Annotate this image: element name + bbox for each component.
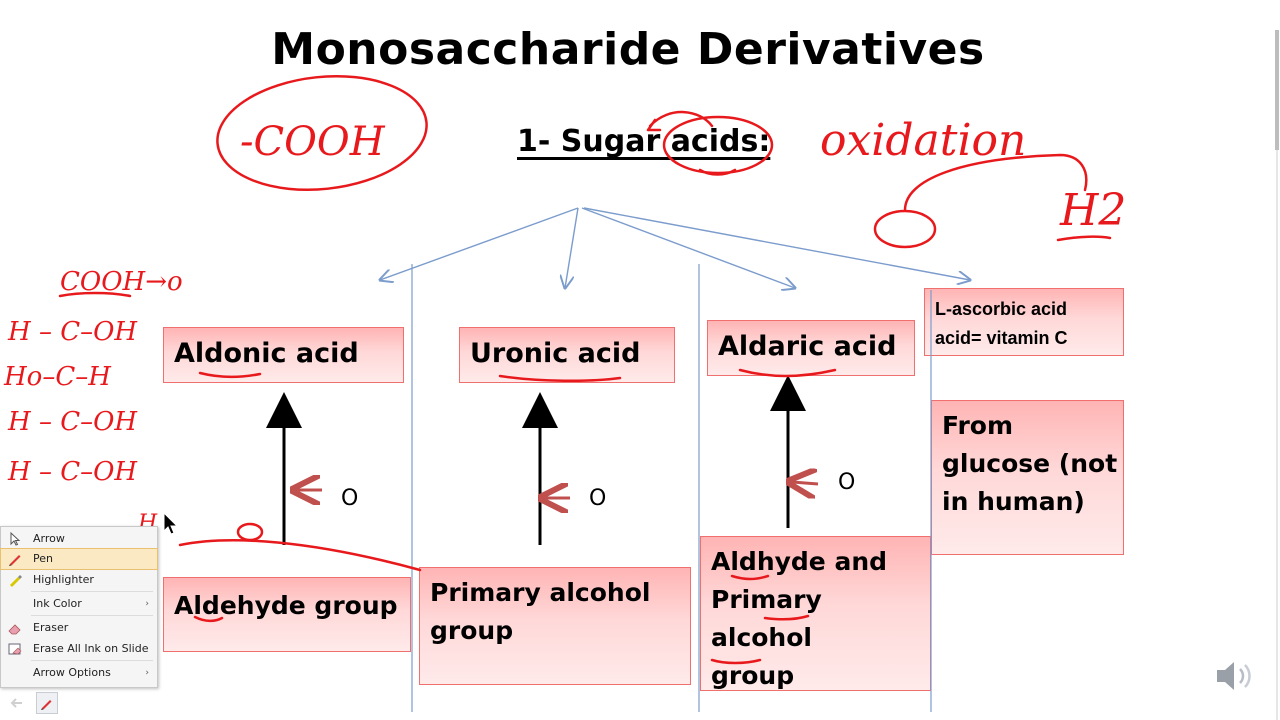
ink-aldehyde-bracket (178, 539, 422, 572)
back-arrow-icon (10, 698, 22, 708)
aldehyde-group-line1: Aldehyde group (174, 591, 398, 620)
submenu-chevron-icon: › (145, 668, 149, 678)
pen-tool-button[interactable] (36, 692, 58, 714)
menu-item-erase-all[interactable]: Erase All Ink on Slide (1, 639, 157, 659)
oxidant-label-1: O (341, 486, 359, 511)
menu-item-highlighter[interactable]: Highlighter (1, 570, 157, 590)
primary-alcohol-box: Primary alcohol group (419, 567, 691, 685)
submenu-chevron-icon: › (145, 599, 149, 609)
uronic-acid-box: Uronic acid (459, 327, 675, 383)
aldehyde-and-alcohol-line1: Aldhyde and (711, 547, 888, 576)
ink-cooh-structure: COOH→o (60, 267, 183, 297)
connector-aldonic (380, 207, 579, 280)
aldaric-acid-box: Aldaric acid (707, 320, 915, 376)
aldehyde-and-alcohol-box: Aldhyde and Primary alcohol group (700, 536, 931, 691)
pen-icon (7, 551, 23, 567)
ink-oxidation-text: oxidation (820, 115, 1026, 166)
glucose-note-line1: From (942, 411, 1014, 440)
oxidant-label-2: O (589, 486, 607, 511)
uronic-acid-label: Uronic acid (470, 338, 641, 369)
ink-cooh-circle (216, 74, 428, 192)
aldehyde-and-alcohol-line2: Primary alcohol (711, 585, 822, 652)
pointer-icon (7, 531, 23, 547)
svg-text:H – C–OH: H – C–OH (7, 317, 138, 347)
aldonic-acid-box: Aldonic acid (163, 327, 404, 383)
ascorbic-acid-line1: L-ascorbic acid (935, 299, 1068, 319)
svg-text:H – C–OH: H – C–OH (7, 457, 138, 487)
oxidant-label-3: O (838, 470, 856, 495)
ascorbic-acid-box: L-ascorbic acid acid= vitamin C (924, 288, 1124, 356)
menu-item-arrow[interactable]: Arrow (1, 529, 157, 549)
slide-title: Monosaccharide Derivatives (271, 24, 985, 75)
branch-connectors (380, 207, 970, 288)
svg-text:H – C–OH: H – C–OH (7, 407, 138, 437)
pen-icon (41, 700, 52, 710)
aldaric-acid-label: Aldaric acid (718, 331, 897, 362)
erase-all-icon (7, 641, 23, 657)
menu-item-ink-color[interactable]: Ink Color › (1, 594, 157, 614)
ink-oxidation-bracket (903, 153, 1088, 212)
vertical-scrollbar[interactable] (1274, 30, 1280, 720)
connector-aldaric (581, 207, 795, 288)
ink-o-circle (873, 209, 937, 249)
glucose-note-line3: in human) (942, 487, 1085, 516)
menu-item-arrow-options[interactable]: Arrow Options › (1, 663, 157, 683)
glucose-note-box: From glucose (not in human) (931, 400, 1124, 555)
ink-cooh-text: -COOH (240, 119, 386, 165)
aldonic-acid-label: Aldonic acid (174, 338, 359, 369)
mouse-cursor-icon (163, 512, 179, 535)
reaction-arrows (266, 375, 806, 545)
menu-item-eraser[interactable]: Eraser (1, 618, 157, 638)
svg-text:Ho–C–H: Ho–C–H (3, 362, 112, 392)
eraser-icon (7, 620, 23, 636)
aldehyde-and-alcohol-line3: group (711, 661, 795, 690)
aldehyde-group-box: Aldehyde group (163, 577, 411, 652)
ascorbic-acid-line2: acid= vitamin C (935, 328, 1068, 348)
ink-h2-text: H2 (1059, 185, 1126, 236)
speaker-icon[interactable] (1214, 656, 1258, 696)
connector-ascorbic (583, 207, 970, 280)
menu-item-pen[interactable]: Pen (0, 548, 158, 570)
oxidant-arrow-3 (792, 482, 819, 484)
previous-slide-button[interactable] (8, 694, 26, 717)
primary-alcohol-line1: Primary alcohol (430, 578, 651, 607)
ink-context-menu: Arrow Pen Highlighter Ink Color › Eraser… (0, 526, 158, 688)
highlighter-icon (7, 572, 23, 588)
oxidant-arrows (296, 482, 819, 498)
primary-alcohol-line2: group (430, 616, 514, 645)
slide-subtitle: 1- Sugar acids: (517, 124, 771, 159)
connector-uronic (565, 207, 579, 288)
glucose-note-line2: glucose (not (942, 449, 1118, 478)
